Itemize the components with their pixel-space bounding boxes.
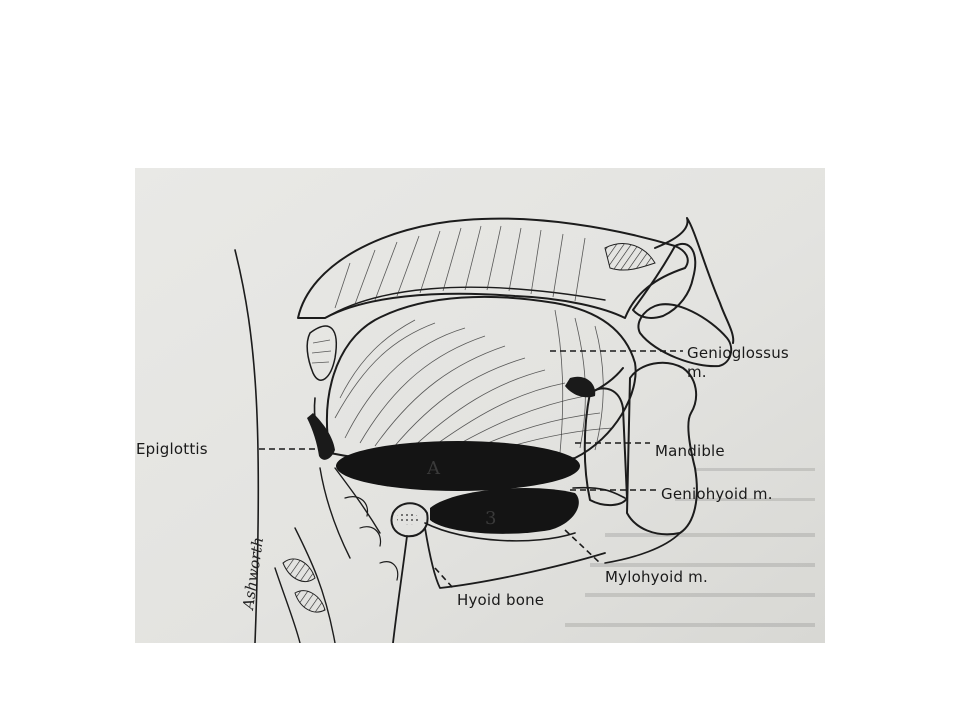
leader-lines <box>259 350 683 589</box>
geniohyoid-label: Geniohyoid m. <box>661 485 773 503</box>
bleed-through-text <box>565 468 815 627</box>
epiglottis-label: Epiglottis <box>136 440 208 458</box>
genioglossus-label: Genioglossus <box>687 344 789 362</box>
region-b-label: 3 <box>485 508 496 529</box>
anatomy-photo: A 3 <box>135 168 825 643</box>
pharyngeal-wall <box>234 249 260 643</box>
mandible-label: Mandible <box>655 442 725 460</box>
hyoid-region <box>274 467 681 643</box>
upper-lip <box>654 217 735 344</box>
epiglottis-shape <box>307 413 335 460</box>
upper-incisor <box>637 303 733 368</box>
genioglossus-m-label: m. <box>687 363 707 381</box>
mandible-shape <box>565 361 698 536</box>
palate <box>297 217 697 319</box>
region-a-label: A <box>426 458 441 479</box>
hyoid-bone-label: Hyoid bone <box>457 591 544 609</box>
region-b: 3 <box>424 486 626 542</box>
region-a: A <box>336 441 580 491</box>
paper-background <box>135 168 825 643</box>
mylohyoid-label: Mylohyoid m. <box>605 568 708 586</box>
